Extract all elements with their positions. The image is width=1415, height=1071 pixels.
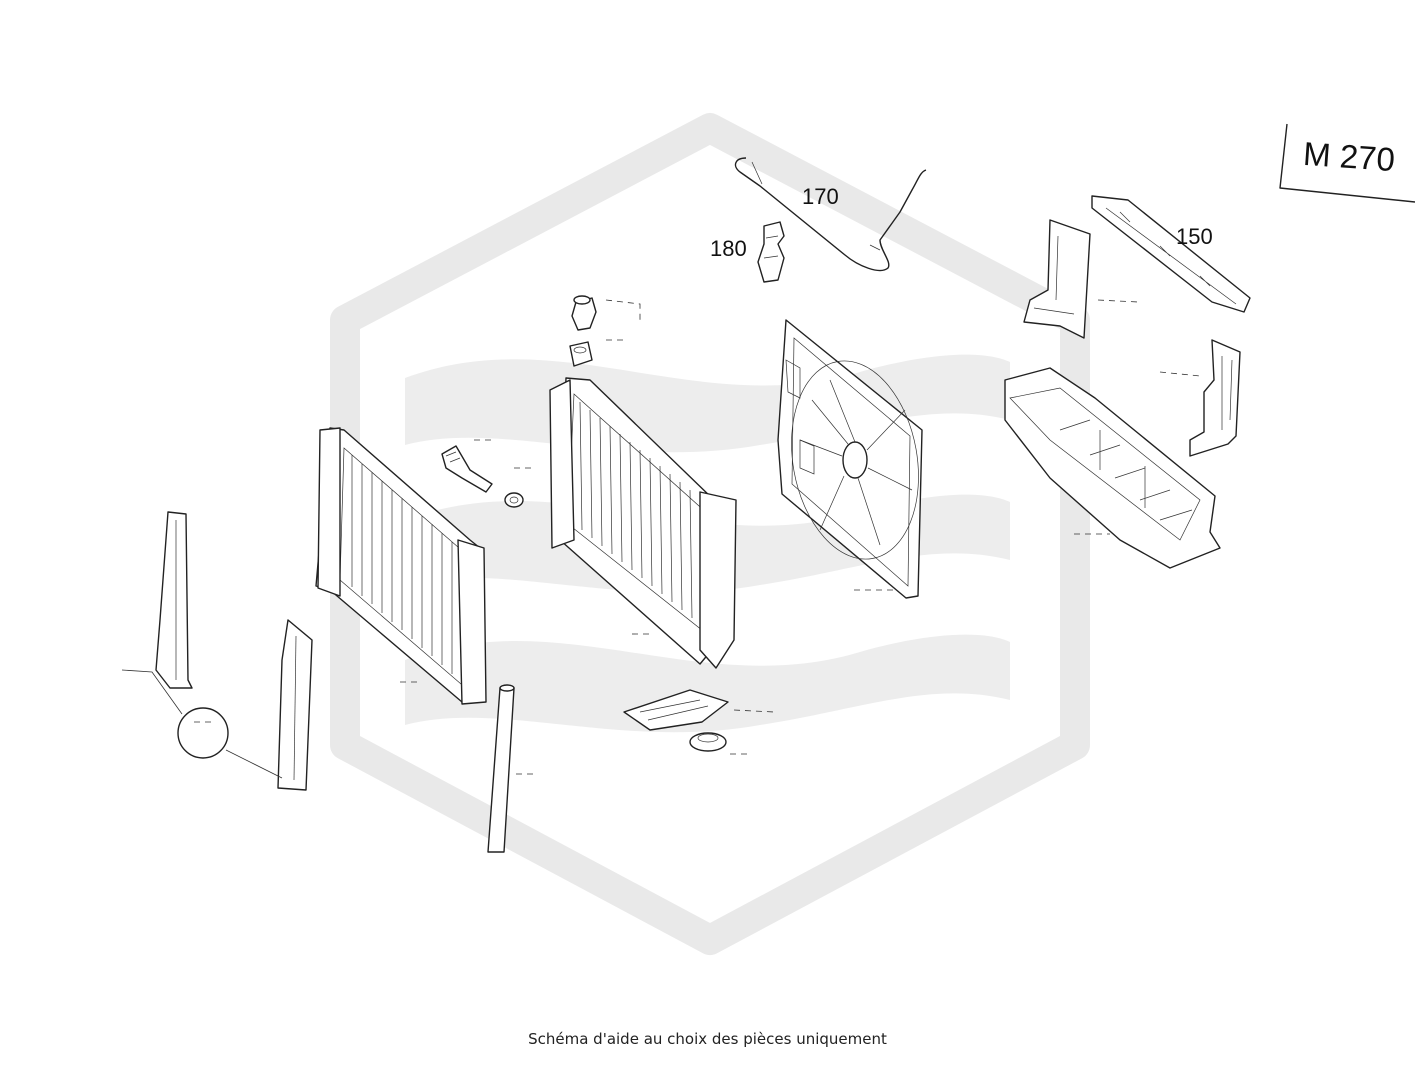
lower-bracket [623,689,729,731]
condenser-fins [579,401,703,627]
diagram-caption: Schéma d'aide au choix des pièces unique… [528,1030,887,1048]
engine-label-box: M 270 [1279,123,1415,203]
drain-plug [441,445,493,493]
air-duct [1004,367,1221,569]
coolant-pipe [487,684,515,853]
grommet-lower [689,732,727,752]
side-bracket-right [1189,339,1241,457]
air-guide-top [1091,195,1251,313]
radiator-fins [351,455,453,674]
o-ring [504,492,524,508]
condenser [549,377,737,669]
hose-clip [757,221,785,283]
deflector-panel-upper [1023,219,1091,339]
side-bracket-left [155,511,193,689]
fan-shroud [777,319,923,599]
callout-180: 180 [710,236,747,261]
radiator [315,427,487,705]
callout-170: 170 [802,184,839,209]
coolant-hose [734,157,927,272]
callout-150: 150 [1176,224,1213,249]
detail-magnifier [121,669,283,779]
fastener-top [571,295,597,331]
side-bracket-left-rear [277,619,313,791]
grommet-upper [569,341,593,367]
engine-label: M 270 [1302,135,1396,178]
